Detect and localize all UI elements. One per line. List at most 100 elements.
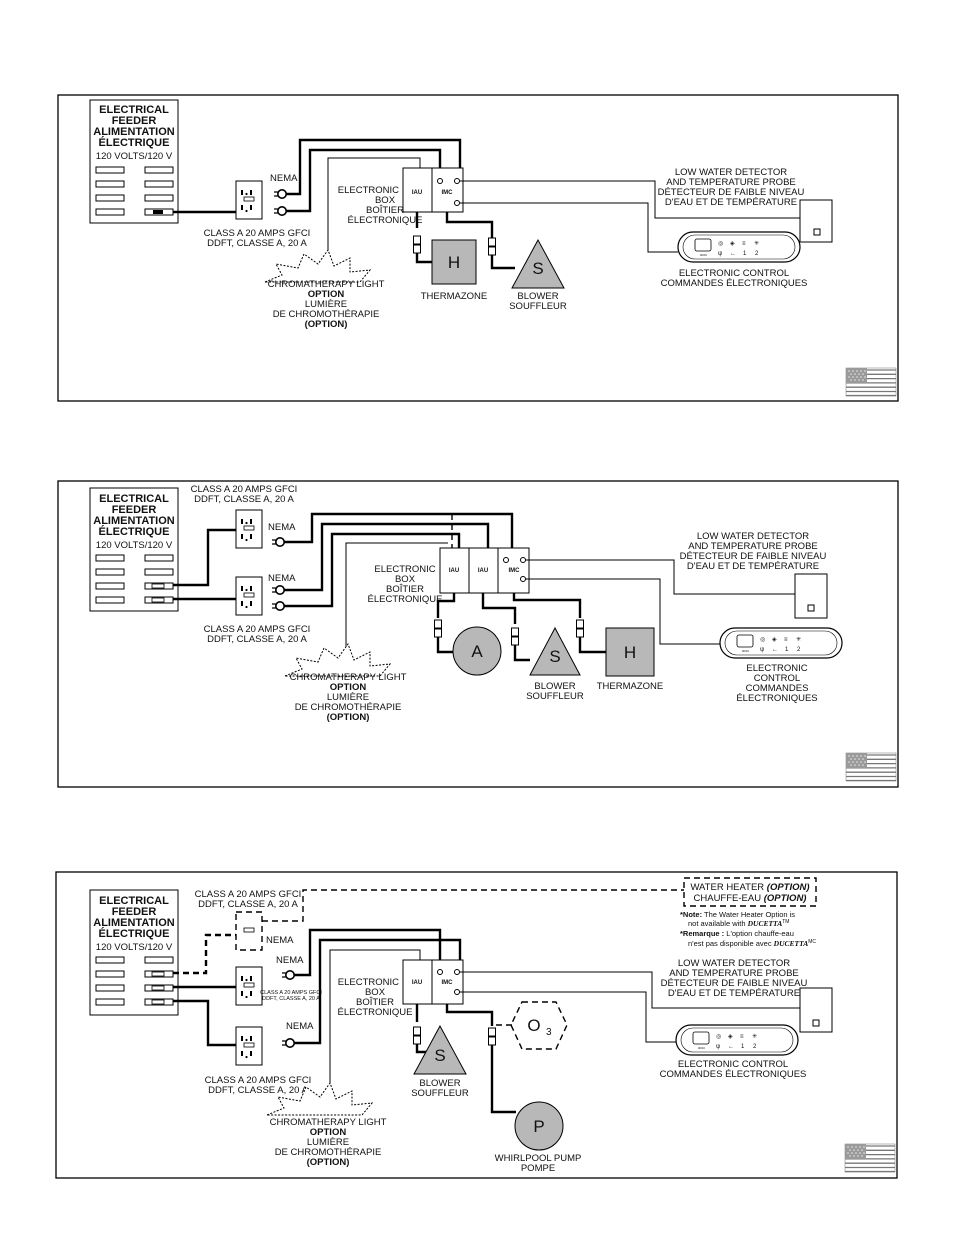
heater-symbol: H [624, 643, 636, 662]
gfci-outlet-optional [235, 911, 263, 951]
chroma-label-4: DE CHROMOTHÉRAPIE [295, 702, 402, 713]
nema-label: NEMA [268, 522, 296, 533]
feeder-title-2: FEEDER [112, 115, 157, 127]
ozone-symbol: O [527, 1016, 540, 1035]
ebox-label-1: ELECTRONIC [374, 564, 435, 575]
gfci-label-en: CLASS A 20 AMPS GFCI [195, 889, 302, 900]
blower-label-en: BLOWER [534, 681, 575, 692]
gfci-outlet [235, 180, 263, 220]
blower-symbol: S [434, 1046, 445, 1065]
imc-module [431, 959, 464, 1005]
water-heater-option-en: (OPTION) [767, 882, 810, 893]
chroma-label-1: CHROMATHERAPY LIGHT [270, 1117, 387, 1128]
ebox-label-2: BOX [395, 574, 416, 585]
nema-label: NEMA [270, 173, 298, 184]
blower-symbol: S [532, 259, 543, 278]
gfci-label-en: CLASS A 20 AMPS GFCI [191, 484, 298, 495]
blower-label-en: BLOWER [419, 1078, 460, 1089]
ebox-label-4: ÉLECTRONIQUE [348, 215, 423, 226]
thermazone-heater: H [431, 239, 477, 285]
gfci-label-en: CLASS A 20 AMPS GFCI [205, 1075, 312, 1086]
ebox-label-4: ÉLECTRONIQUE [368, 594, 443, 605]
thermazone-label: THERMAZONE [421, 291, 488, 302]
blower-icon: S [511, 238, 565, 289]
imc-label: IMC [442, 190, 454, 196]
blower-label-en: BLOWER [517, 291, 558, 302]
imc-module [431, 167, 464, 213]
heater-symbol: H [448, 253, 460, 272]
us-flag-icon [845, 752, 897, 782]
ebox-label-2: BOX [365, 987, 386, 998]
note-text: The Water Heater Option is [702, 910, 795, 919]
control-label-en: ELECTRONIC CONTROL [678, 1059, 788, 1070]
lwd-label-2: AND TEMPERATURE PROBE [669, 968, 799, 979]
feeder-title-4: ÉLECTRIQUE [99, 927, 170, 940]
control-label-1: ELECTRONIC [746, 663, 807, 674]
ebox-label-4: ÉLECTRONIQUE [338, 1007, 413, 1018]
note-label: *Note: [680, 910, 702, 919]
iau-label: IAU [449, 568, 459, 574]
gfci-small-label-en: CLASS A 20 AMPS GFCI [260, 990, 322, 996]
control-label-3: COMMANDES [746, 683, 809, 694]
remarque-mc: MC [808, 939, 816, 945]
gfci-small-label-fr: DDFT, CLASSE A, 20 A [262, 996, 320, 1002]
feeder-voltage: 120 VOLTS/120 V [96, 151, 173, 162]
feeder-voltage: 120 VOLTS/120 V [96, 540, 173, 551]
thermazone-heater: H [605, 627, 655, 677]
pump-label-en: WHIRLPOOL PUMP [495, 1153, 582, 1164]
svg-text:WATER HEATER (OPTION): WATER HEATER (OPTION) [690, 882, 809, 893]
electrical-feeder: ELECTRICAL FEEDER ALIMENTATION ÉLECTRIQU… [89, 487, 179, 612]
svg-text:n'est pas disponible avec DUCE: n'est pas disponible avec DUCETTAMC [688, 939, 816, 948]
control-label-4: ÉLECTRONIQUES [736, 693, 817, 704]
chroma-label-2: OPTION [308, 289, 345, 300]
low-water-detector [799, 199, 833, 243]
ebox-label-2: BOX [375, 195, 396, 206]
feeder-title-1: ELECTRICAL [99, 104, 169, 116]
whirlpool-pump-icon: P [514, 1101, 564, 1151]
gfci-label-en: CLASS A 20 AMPS GFCI [204, 624, 311, 635]
ebox-label-1: ELECTRONIC [338, 977, 399, 988]
us-flag-icon [845, 367, 897, 397]
lwd-label-1: LOW WATER DETECTOR [678, 958, 790, 969]
feeder-title-2: FEEDER [112, 906, 157, 918]
electronic-box: IAU IAU IMC [439, 547, 530, 594]
water-heater-option: WATER HEATER (OPTION) CHAUFFE-EAU (OPTIO… [683, 877, 817, 907]
ebox-label-3: BOÎTIER [366, 205, 404, 216]
ebox-label-3: BOÎTIER [386, 584, 424, 595]
water-heater-title-en: WATER HEATER [690, 882, 766, 893]
imc-module [497, 547, 530, 594]
gfci-outlet [235, 1026, 263, 1066]
breaker-handle [153, 210, 163, 214]
electronic-box: IAU IMC [402, 959, 464, 1005]
svg-text:*Remarque : L'option chauffe-e: *Remarque : L'option chauffe-eau [680, 929, 794, 938]
gfci-label-fr: DDFT, CLASSE A, 20 A [207, 238, 307, 249]
iau-label: IAU [412, 190, 422, 196]
feeder-title-3: ALIMENTATION [93, 917, 175, 929]
lwd-label-1: LOW WATER DETECTOR [675, 167, 787, 178]
feeder-voltage: 120 VOLTS/120 V [96, 942, 173, 953]
gfci-outlet [235, 966, 263, 1006]
control-label-fr: COMMANDES ÉLECTRONIQUES [660, 1069, 807, 1080]
us-flag-icon [844, 1143, 896, 1173]
lwd-label-4: D'EAU ET DE TEMPÉRATURE [668, 988, 800, 999]
control-label-2: CONTROL [754, 673, 800, 684]
electronic-box: IAU IMC [402, 167, 464, 213]
lwd-label-4: D'EAU ET DE TEMPÉRATURE [665, 197, 797, 208]
chroma-label-5: (OPTION) [327, 712, 370, 723]
blower-icon: S [413, 1024, 467, 1075]
note-tm: TM [782, 919, 789, 925]
gfci-outlet [235, 576, 263, 616]
lwd-label-3: DÉTECTEUR DE FAIBLE NIVEAU [658, 187, 805, 198]
gfci-label-fr: DDFT, CLASSE A, 20 A [208, 1085, 308, 1096]
svg-text:CHAUFFE-EAU (OPTION): CHAUFFE-EAU (OPTION) [694, 893, 807, 904]
remarque-label: *Remarque : [680, 929, 724, 938]
chroma-label-4: DE CHROMOTHÉRAPIE [273, 309, 380, 320]
imc-label: IMC [509, 568, 521, 574]
ebox-label-3: BOÎTIER [356, 997, 394, 1008]
chroma-label-1: CHROMATHERAPY LIGHT [268, 279, 385, 290]
nema-label: NEMA [286, 1021, 314, 1032]
gfci-label-fr: DDFT, CLASSE A, 20 A [198, 899, 298, 910]
feeder-title-1: ELECTRICAL [99, 493, 169, 505]
control-panel-icon [675, 1024, 799, 1056]
thermazone-label: THERMAZONE [597, 681, 664, 692]
